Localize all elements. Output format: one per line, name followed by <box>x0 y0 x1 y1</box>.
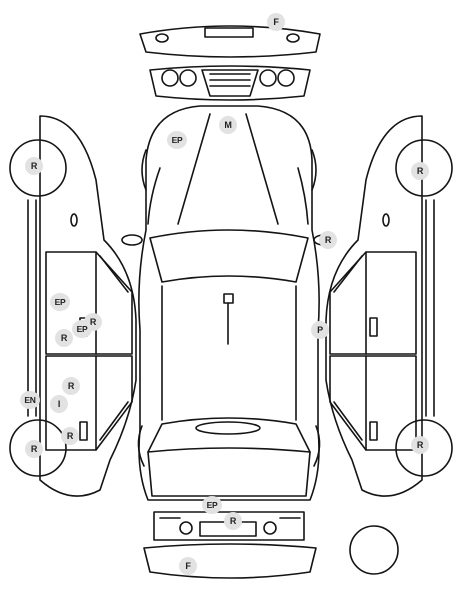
marker-right-mirror[interactable]: R <box>319 231 337 249</box>
marker-left-rear-handle[interactable]: R <box>61 427 79 445</box>
marker-right-rear-wheel[interactable]: R <box>411 436 429 454</box>
front-grille <box>149 65 311 101</box>
rear-bumper <box>143 543 317 579</box>
marker-right-front-door[interactable]: P <box>311 321 329 339</box>
marker-left-front-wheel[interactable]: R <box>25 157 43 175</box>
marker-roof-side[interactable]: EP <box>167 131 187 149</box>
left-side <box>9 115 137 497</box>
marker-left-rear-door-2[interactable]: I <box>50 395 68 413</box>
spare-wheel <box>349 525 399 575</box>
marker-left-rear-wheel[interactable]: R <box>25 440 43 458</box>
marker-left-rear-door[interactable]: R <box>62 377 80 395</box>
car-body-top <box>121 105 335 501</box>
marker-front-bumper-top[interactable]: F <box>267 13 285 31</box>
marker-left-door-lower[interactable]: R <box>55 329 73 347</box>
marker-right-front-wheel[interactable]: R <box>411 162 429 180</box>
marker-rear-panel[interactable]: EP <box>202 496 222 514</box>
marker-left-front-door[interactable]: EP <box>50 293 70 311</box>
marker-roof[interactable]: M <box>219 116 237 134</box>
marker-left-rocker[interactable]: EN <box>20 391 40 409</box>
right-side <box>325 115 453 497</box>
marker-rear-bumper-upper[interactable]: R <box>224 512 242 530</box>
front-bumper <box>139 25 321 58</box>
marker-left-door-handle-2[interactable]: EP <box>72 320 92 338</box>
marker-rear-bumper-bottom[interactable]: F <box>179 557 197 575</box>
